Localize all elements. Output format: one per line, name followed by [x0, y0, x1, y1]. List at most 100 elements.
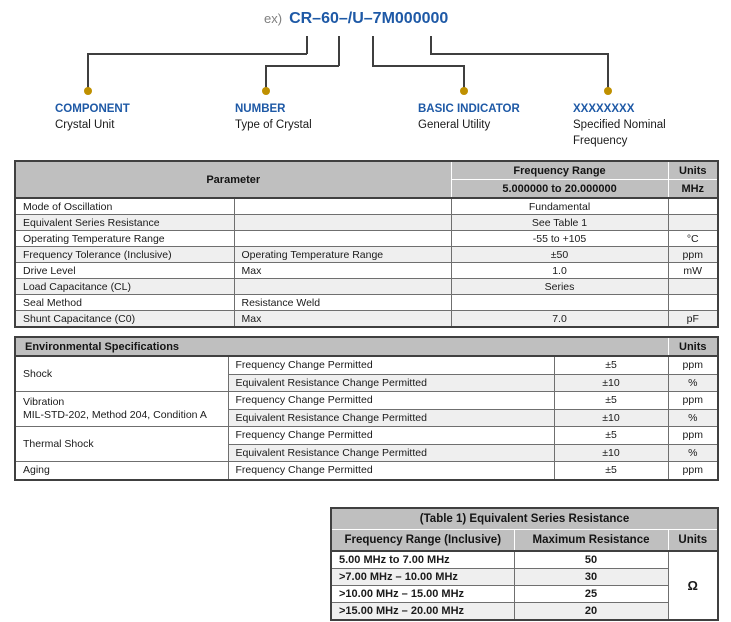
- param-cell: Load Capacitance (CL): [14, 278, 235, 295]
- condition-cell: [233, 197, 452, 215]
- connector-line: [265, 65, 339, 67]
- group-cell-shock: Shock: [14, 355, 229, 392]
- range-cell: >15.00 MHz – 20.00 MHz: [330, 602, 515, 621]
- table-row: Frequency Tolerance (Inclusive) Operatin…: [14, 246, 719, 263]
- value-cell: Series: [450, 278, 669, 295]
- table-row: >15.00 MHz – 20.00 MHz 20: [330, 602, 718, 621]
- table-row: Mode of Oscillation Fundamental: [14, 197, 719, 215]
- frequency-range-value-header: 5.000000 to 20.000000: [450, 179, 669, 199]
- param-cell: Equivalent Series Resistance: [14, 214, 235, 231]
- segment-title: NUMBER: [235, 103, 286, 115]
- value-cell: ±5: [553, 391, 669, 410]
- group-name: Vibration: [23, 396, 65, 408]
- table-row: Seal Method Resistance Weld: [14, 294, 719, 311]
- connector-line: [372, 65, 464, 67]
- connector-line: [87, 53, 307, 55]
- condition-cell: Resistance Weld: [233, 294, 452, 311]
- marker-dot: [84, 87, 92, 95]
- unit-cell: [667, 214, 719, 231]
- environmental-specifications-table: Environmental Specifications Units Shock…: [14, 336, 720, 481]
- condition-cell: Operating Temperature Range: [233, 246, 452, 263]
- value-cell: 1.0: [450, 262, 669, 279]
- table-row: Vibration MIL-STD-202, Method 204, Condi…: [14, 391, 719, 427]
- value-cell: ±10: [553, 443, 669, 462]
- group-cell-vibration: Vibration MIL-STD-202, Method 204, Condi…: [14, 391, 229, 427]
- resistance-cell: 50: [513, 550, 669, 569]
- condition-cell: Max: [233, 262, 452, 279]
- unit-cell: ppm: [667, 426, 719, 445]
- table-row: Equivalent Series Resistance See Table 1: [14, 214, 719, 231]
- connector-line: [338, 36, 340, 66]
- unit-cell: [667, 197, 719, 215]
- environmental-title: Environmental Specifications: [14, 336, 669, 357]
- table-row: Shunt Capacitance (C0) Max 7.0 pF: [14, 310, 719, 328]
- units-column-header: Units: [667, 529, 719, 552]
- table-row: Thermal Shock Frequency Change Permitted…: [14, 426, 719, 462]
- range-cell: 5.00 MHz to 7.00 MHz: [330, 550, 515, 569]
- param-cell: Frequency Tolerance (Inclusive): [14, 246, 235, 263]
- segment-description: General Utility: [418, 119, 491, 131]
- table-row: Load Capacitance (CL) Series: [14, 278, 719, 295]
- connector-line: [87, 53, 89, 88]
- resistance-cell: 25: [513, 585, 669, 603]
- parameter-header: Parameter: [14, 160, 452, 199]
- condition-cell: Max: [233, 310, 452, 328]
- table-row: Equivalent Resistance Change Permitted ±…: [15, 408, 719, 427]
- unit-cell: %: [667, 373, 719, 392]
- unit-cell: %: [667, 408, 719, 427]
- connector-line: [430, 36, 432, 54]
- marker-dot: [604, 87, 612, 95]
- unit-cell: mW: [667, 262, 719, 279]
- test-cell: Equivalent Resistance Change Permitted: [227, 373, 555, 392]
- value-cell: ±5: [553, 355, 669, 375]
- unit-cell: ppm: [667, 246, 719, 263]
- example-prefix: ex): [264, 11, 283, 26]
- marker-dot: [460, 87, 468, 95]
- table-row: >7.00 MHz – 10.00 MHz 30: [330, 568, 718, 586]
- table-row: 5.00 MHz to 7.00 MHz 50 Ω: [330, 550, 719, 621]
- unit-cell: °C: [667, 230, 719, 247]
- value-cell: See Table 1: [450, 214, 669, 231]
- connector-line: [372, 36, 374, 66]
- group-cell-thermal-shock: Thermal Shock: [14, 426, 229, 462]
- param-cell: Seal Method: [14, 294, 235, 311]
- connector-line: [430, 53, 608, 55]
- value-cell: -55 to +105: [450, 230, 669, 247]
- group-cell-aging: Aging: [14, 461, 229, 480]
- unit-cell: %: [667, 443, 719, 462]
- equivalent-series-resistance-table: (Table 1) Equivalent Series Resistance F…: [330, 507, 720, 621]
- units-header: Units: [667, 336, 719, 357]
- value-cell: ±5: [553, 426, 669, 445]
- segment-title: XXXXXXXX: [573, 103, 635, 115]
- table-row: Drive Level Max 1.0 mW: [14, 262, 719, 279]
- resistance-cell: 30: [513, 568, 669, 586]
- unit-cell: ppm: [667, 355, 719, 375]
- condition-cell: [233, 278, 452, 295]
- test-cell: Frequency Change Permitted: [227, 391, 555, 410]
- ohm-unit-cell: Ω: [667, 550, 719, 621]
- table-row: Aging Frequency Change Permitted ±5 ppm: [14, 461, 719, 480]
- condition-cell: [233, 230, 452, 247]
- param-cell: Shunt Capacitance (C0): [14, 310, 235, 328]
- value-cell: ±5: [553, 461, 669, 480]
- segment-label-number: NUMBER Type of Crystal: [235, 101, 312, 133]
- maximum-resistance-column-header: Maximum Resistance: [513, 529, 669, 552]
- resistance-table-title: (Table 1) Equivalent Series Resistance: [330, 507, 719, 530]
- segment-description: Specified Nominal Frequency: [573, 119, 666, 147]
- table-row: Equivalent Resistance Change Permitted ±…: [15, 443, 719, 462]
- unit-cell: [667, 294, 719, 311]
- value-cell: Fundamental: [450, 197, 669, 215]
- parameter-table: Parameter Frequency Range Units 5.000000…: [14, 160, 720, 328]
- segment-title: BASIC INDICATOR: [418, 103, 520, 115]
- test-cell: Equivalent Resistance Change Permitted: [227, 443, 555, 462]
- units-header: Units: [667, 160, 719, 180]
- units-value-header: MHz: [667, 179, 719, 199]
- unit-cell: ppm: [667, 461, 719, 480]
- connector-line: [265, 65, 267, 88]
- test-cell: Frequency Change Permitted: [227, 355, 555, 375]
- test-cell: Equivalent Resistance Change Permitted: [227, 408, 555, 427]
- param-cell: Drive Level: [14, 262, 235, 279]
- resistance-cell: 20: [513, 602, 669, 621]
- connector-line: [607, 53, 609, 88]
- connector-line: [463, 65, 465, 88]
